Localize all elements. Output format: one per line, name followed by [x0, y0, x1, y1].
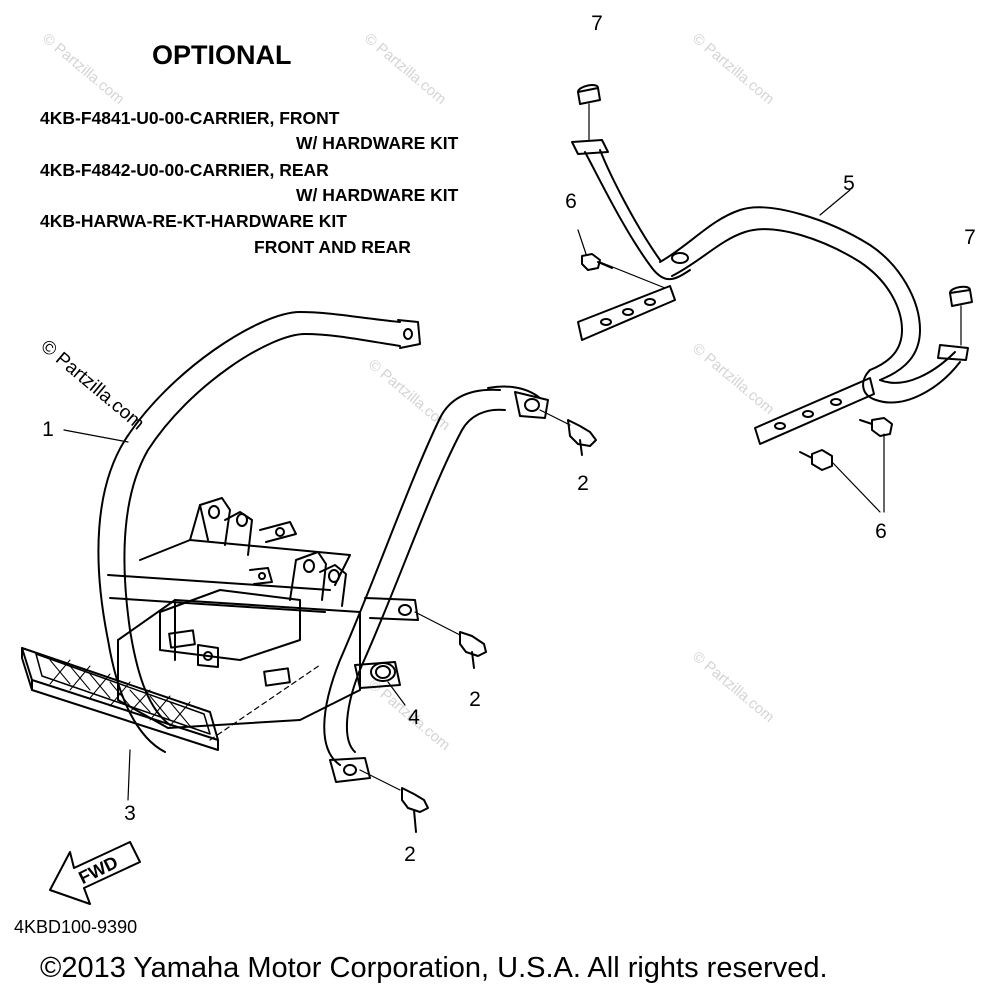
note-line-1: 4KB-F4841-U0-00-CARRIER, FRONT — [40, 108, 340, 128]
bolt-upper — [539, 409, 597, 456]
bolt-rear-right-top — [859, 417, 893, 513]
note-line-2: W/ HARDWARE KIT — [296, 133, 459, 153]
callout-7-right: 7 — [964, 226, 976, 249]
rubber-cap-right — [949, 285, 973, 346]
callout-4: 4 — [408, 706, 420, 729]
note-line-5: 4KB-HARWA-RE-KT-HARDWARE KIT — [40, 211, 347, 231]
copyright-notice: ©2013 Yamaha Motor Corporation, U.S.A. A… — [40, 952, 828, 984]
bolt-rear-right-bottom — [799, 449, 881, 513]
mount-plate-right — [249, 551, 347, 607]
callout-6-left: 6 — [565, 190, 577, 213]
bolt-rear-left — [577, 229, 613, 271]
note-line-3: 4KB-F4842-U0-00-CARRIER, REAR — [40, 160, 329, 180]
fwd-arrow-shape — [49, 841, 141, 905]
callout-2-upper: 2 — [577, 472, 589, 495]
note-line-6: FRONT AND REAR — [254, 237, 411, 257]
callout-2-lower: 2 — [404, 843, 416, 866]
washer — [370, 662, 406, 706]
diagram-heading: OPTIONAL — [152, 40, 292, 70]
front-carrier-frame — [97, 311, 549, 783]
rubber-cap-left — [577, 84, 601, 141]
bolt-middle — [414, 611, 487, 669]
note-line-4: W/ HARDWARE KIT — [296, 185, 459, 205]
callout-1: 1 — [42, 418, 54, 441]
rear-carrier-frame — [571, 139, 969, 445]
grille-mesh — [49, 659, 191, 727]
bolt-lower — [359, 769, 429, 833]
callout-5: 5 — [843, 172, 855, 195]
callout-3: 3 — [124, 802, 136, 825]
front-grille — [21, 647, 219, 751]
callout-2-middle: 2 — [469, 688, 481, 711]
callout-7-left: 7 — [591, 12, 603, 35]
callout-6-right: 6 — [875, 520, 887, 543]
mount-plate-left — [189, 497, 297, 556]
reference-code: 4KBD100-9390 — [14, 917, 138, 937]
